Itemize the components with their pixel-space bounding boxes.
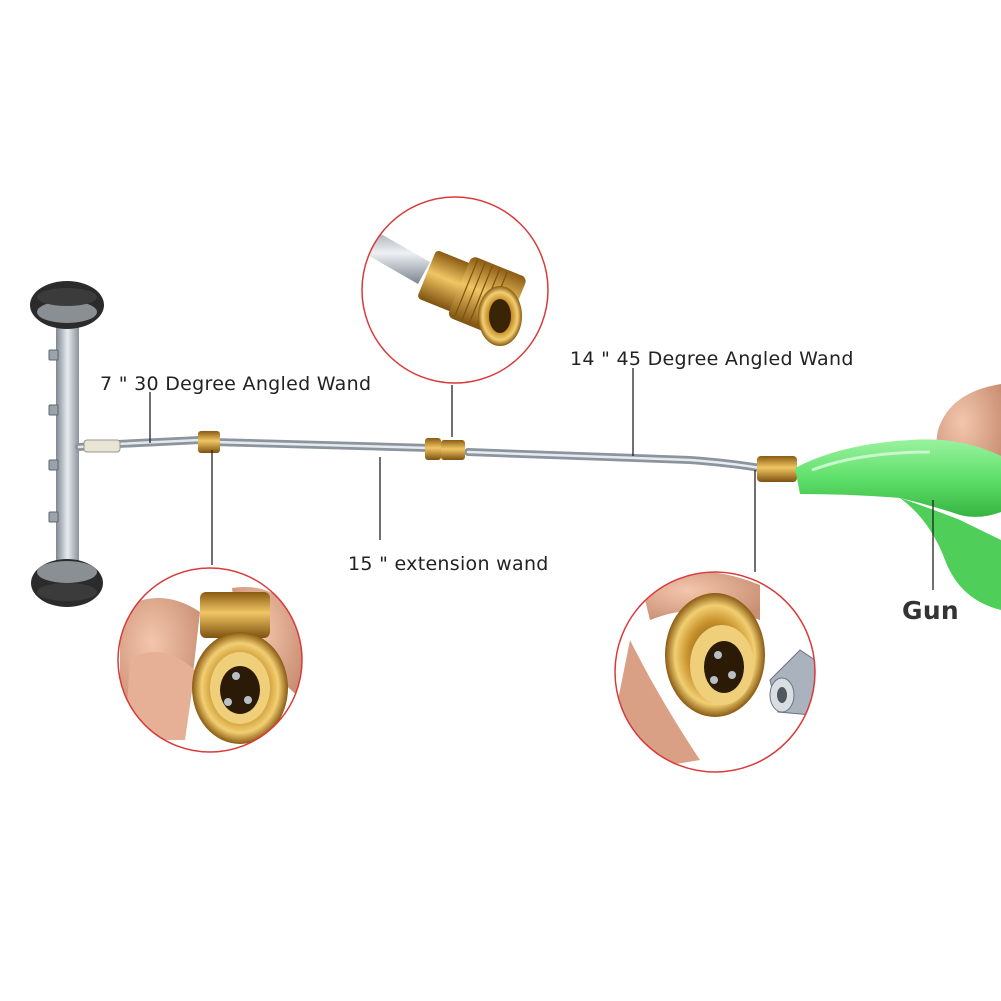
nipple-plug (769, 649, 815, 716)
spray-gun (795, 384, 1001, 610)
label-14-inch-45-degree-wand: 14 " 45 Degree Angled Wand (570, 348, 854, 370)
inset-right-coupler (614, 571, 816, 773)
leader-lines (149, 368, 934, 590)
inset-left-coupler (117, 567, 303, 753)
inset-top-coupler (361, 196, 549, 384)
label-15-inch-extension-wand: 15 " extension wand (348, 553, 549, 575)
wand-couplers (198, 431, 797, 482)
wand-assembly (75, 436, 764, 472)
surface-cleaner-bar (30, 281, 104, 607)
label-7-inch-30-degree-wand: 7 " 30 Degree Angled Wand (100, 373, 372, 395)
label-gun: Gun (902, 596, 960, 625)
